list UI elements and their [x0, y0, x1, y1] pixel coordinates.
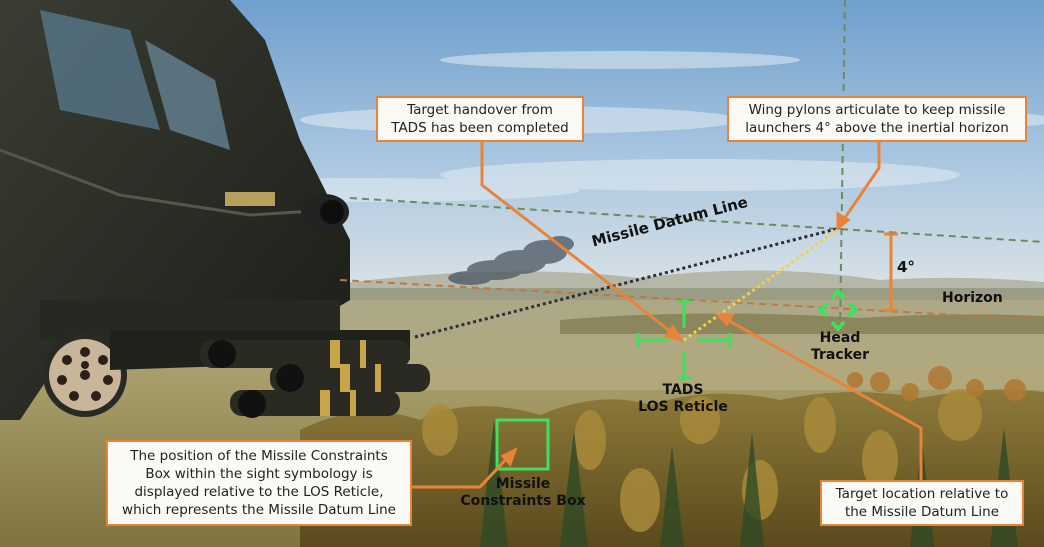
missile-launcher-image — [200, 340, 430, 418]
head-tracker-icon — [818, 289, 858, 331]
los-reticle-icon — [636, 300, 732, 380]
leader-target-location — [723, 316, 923, 482]
horizon-line — [339, 279, 1044, 321]
callout-wing-pylons: Wing pylons articulate to keep missile l… — [727, 96, 1027, 142]
label-missile-constraints-box: Missile Constraints Box — [460, 476, 586, 509]
leader-target-handover — [480, 142, 676, 337]
callout-target-handover: Target handover from TADS has been compl… — [376, 96, 584, 142]
inertial-horizon-line — [349, 197, 1044, 243]
missile-constraints-box-icon — [495, 418, 550, 471]
smoke-plume-image — [448, 236, 574, 285]
label-angle: 4° — [897, 258, 915, 276]
label-horizon: Horizon — [942, 290, 1003, 306]
label-tads-los-reticle: TADS LOS Reticle — [638, 382, 728, 415]
missile-datum-line — [414, 226, 841, 339]
label-head-tracker: Head Tracker — [811, 330, 869, 363]
callout-constraints-box-position: The position of the Missile Constraints … — [106, 440, 412, 526]
target-direction-line — [683, 226, 841, 342]
leader-constraints-box — [412, 453, 512, 489]
callout-target-location: Target location relative to the Missile … — [820, 480, 1024, 526]
leader-wing-pylons — [840, 142, 881, 223]
angle-bracket — [884, 232, 898, 312]
